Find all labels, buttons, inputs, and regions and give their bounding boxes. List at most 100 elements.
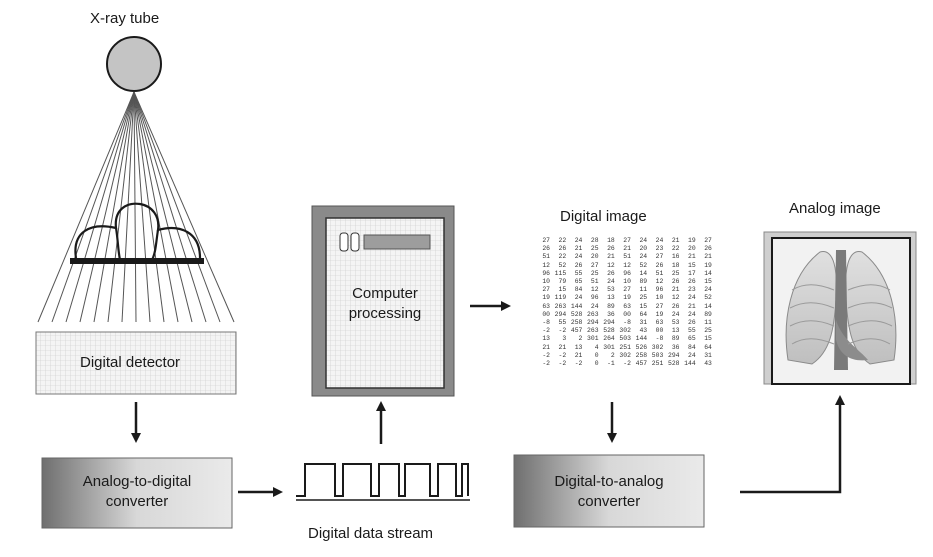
matrix-cell: 43 xyxy=(639,327,648,335)
matrix-cell: 26 xyxy=(688,319,696,327)
matrix-cell: 52 xyxy=(558,261,567,269)
matrix-cell: 43 xyxy=(704,360,712,368)
matrix-cell: 24 xyxy=(655,237,664,244)
chest-xray-image xyxy=(785,250,897,370)
matrix-cell: 258 xyxy=(570,319,583,327)
matrix-cell: 24 xyxy=(639,237,648,244)
matrix-cell: 89 xyxy=(607,302,615,310)
matrix-cell: 55 xyxy=(574,269,583,277)
matrix-cell: 115 xyxy=(554,269,567,277)
matrix-cell: 24 xyxy=(574,253,583,261)
matrix-cell: -2 xyxy=(558,351,567,359)
matrix-cell: 27 xyxy=(542,237,550,244)
matrix-cell: 13 xyxy=(574,343,583,351)
matrix-cell: 144 xyxy=(570,302,583,310)
matrix-cell: 263 xyxy=(587,327,599,335)
matrix-cell: 15 xyxy=(704,278,712,286)
matrix-cell: 63 xyxy=(542,302,550,310)
matrix-cell: 52 xyxy=(704,294,712,302)
matrix-cell: 12 xyxy=(671,294,680,302)
matrix-cell: 3 xyxy=(562,335,567,343)
matrix-cell: 24 xyxy=(688,351,696,359)
matrix-cell: 11 xyxy=(704,319,712,327)
matrix-cell: 14 xyxy=(639,269,648,277)
matrix-cell: 27 xyxy=(704,237,712,244)
matrix-cell: 251 xyxy=(619,343,631,351)
matrix-cell: 21 xyxy=(623,245,631,253)
matrix-cell: 26 xyxy=(558,245,567,253)
matrix-cell: 457 xyxy=(635,360,648,368)
matrix-cell: 10 xyxy=(542,278,550,286)
matrix-cell: 302 xyxy=(619,327,631,335)
matrix-cell: 89 xyxy=(704,310,712,318)
matrix-cell: 21 xyxy=(688,302,696,310)
matrix-cell: 10 xyxy=(655,294,664,302)
matrix-cell: -1 xyxy=(607,360,615,368)
matrix-cell: 24 xyxy=(574,294,583,302)
matrix-cell: 528 xyxy=(570,310,583,318)
matrix-cell: 17 xyxy=(688,269,696,277)
adc-label: Analog-to-digital converter xyxy=(42,472,232,512)
matrix-cell: 36 xyxy=(607,310,615,318)
matrix-cell: 24 xyxy=(607,278,615,286)
matrix-cell: 21 xyxy=(574,351,583,359)
matrix-cell: 51 xyxy=(542,253,550,261)
matrix-cell: 00 xyxy=(542,310,550,318)
matrix-cell: 457 xyxy=(570,327,583,335)
computer-slot-1 xyxy=(339,232,349,252)
matrix-cell: 528 xyxy=(667,360,680,368)
matrix-cell: 16 xyxy=(671,253,680,261)
matrix-cell: 96 xyxy=(623,269,631,277)
matrix-cell: 503 xyxy=(619,335,631,343)
adc-label-line2: converter xyxy=(105,493,169,510)
matrix-cell: 89 xyxy=(671,335,680,343)
matrix-cell: 251 xyxy=(651,360,664,368)
dac-label-line2: converter xyxy=(577,493,641,510)
matrix-cell: 263 xyxy=(554,302,567,310)
matrix-cell: 26 xyxy=(607,269,615,277)
matrix-cell: 31 xyxy=(639,319,648,327)
matrix-cell: 21 xyxy=(704,253,712,261)
matrix-cell: 19 xyxy=(655,310,664,318)
matrix-cell: 23 xyxy=(655,245,664,253)
matrix-cell: 119 xyxy=(554,294,567,302)
matrix-cell: 24 xyxy=(639,253,648,261)
matrix-cell: 84 xyxy=(574,286,583,294)
matrix-cell: 25 xyxy=(704,327,712,335)
matrix-cell: 144 xyxy=(684,360,696,368)
matrix-cell: 19 xyxy=(704,261,712,269)
arrow-dac-to-analog xyxy=(740,395,845,494)
matrix-cell: 65 xyxy=(574,278,583,286)
matrix-cell: 63 xyxy=(623,302,631,310)
matrix-cell: -2 xyxy=(542,360,550,368)
matrix-cell: 21 xyxy=(574,245,583,253)
matrix-cell: 27 xyxy=(542,286,550,294)
matrix-cell: -8 xyxy=(655,335,664,343)
matrix-cell: 63 xyxy=(655,319,664,327)
matrix-cell: 144 xyxy=(635,335,648,343)
computer-panel xyxy=(363,234,431,250)
matrix-cell: 24 xyxy=(688,294,696,302)
matrix-cell: 24 xyxy=(590,302,599,310)
matrix-cell: 13 xyxy=(671,327,680,335)
computer-label-line1: Computer xyxy=(352,285,418,302)
matrix-cell: 26 xyxy=(671,302,680,310)
matrix-cell: 26 xyxy=(704,245,712,253)
matrix-cell: 20 xyxy=(639,245,648,253)
matrix-cell: 14 xyxy=(704,302,712,310)
matrix-cell: 12 xyxy=(607,261,615,269)
matrix-cell: 258 xyxy=(635,351,648,359)
matrix-cell: 14 xyxy=(704,269,712,277)
matrix-cell: 00 xyxy=(655,327,664,335)
matrix-cell: -8 xyxy=(623,319,631,327)
matrix-cell: 15 xyxy=(688,261,696,269)
matrix-cell: 21 xyxy=(607,253,615,261)
matrix-cell: 13 xyxy=(542,335,550,343)
matrix-cell: 26 xyxy=(671,278,680,286)
